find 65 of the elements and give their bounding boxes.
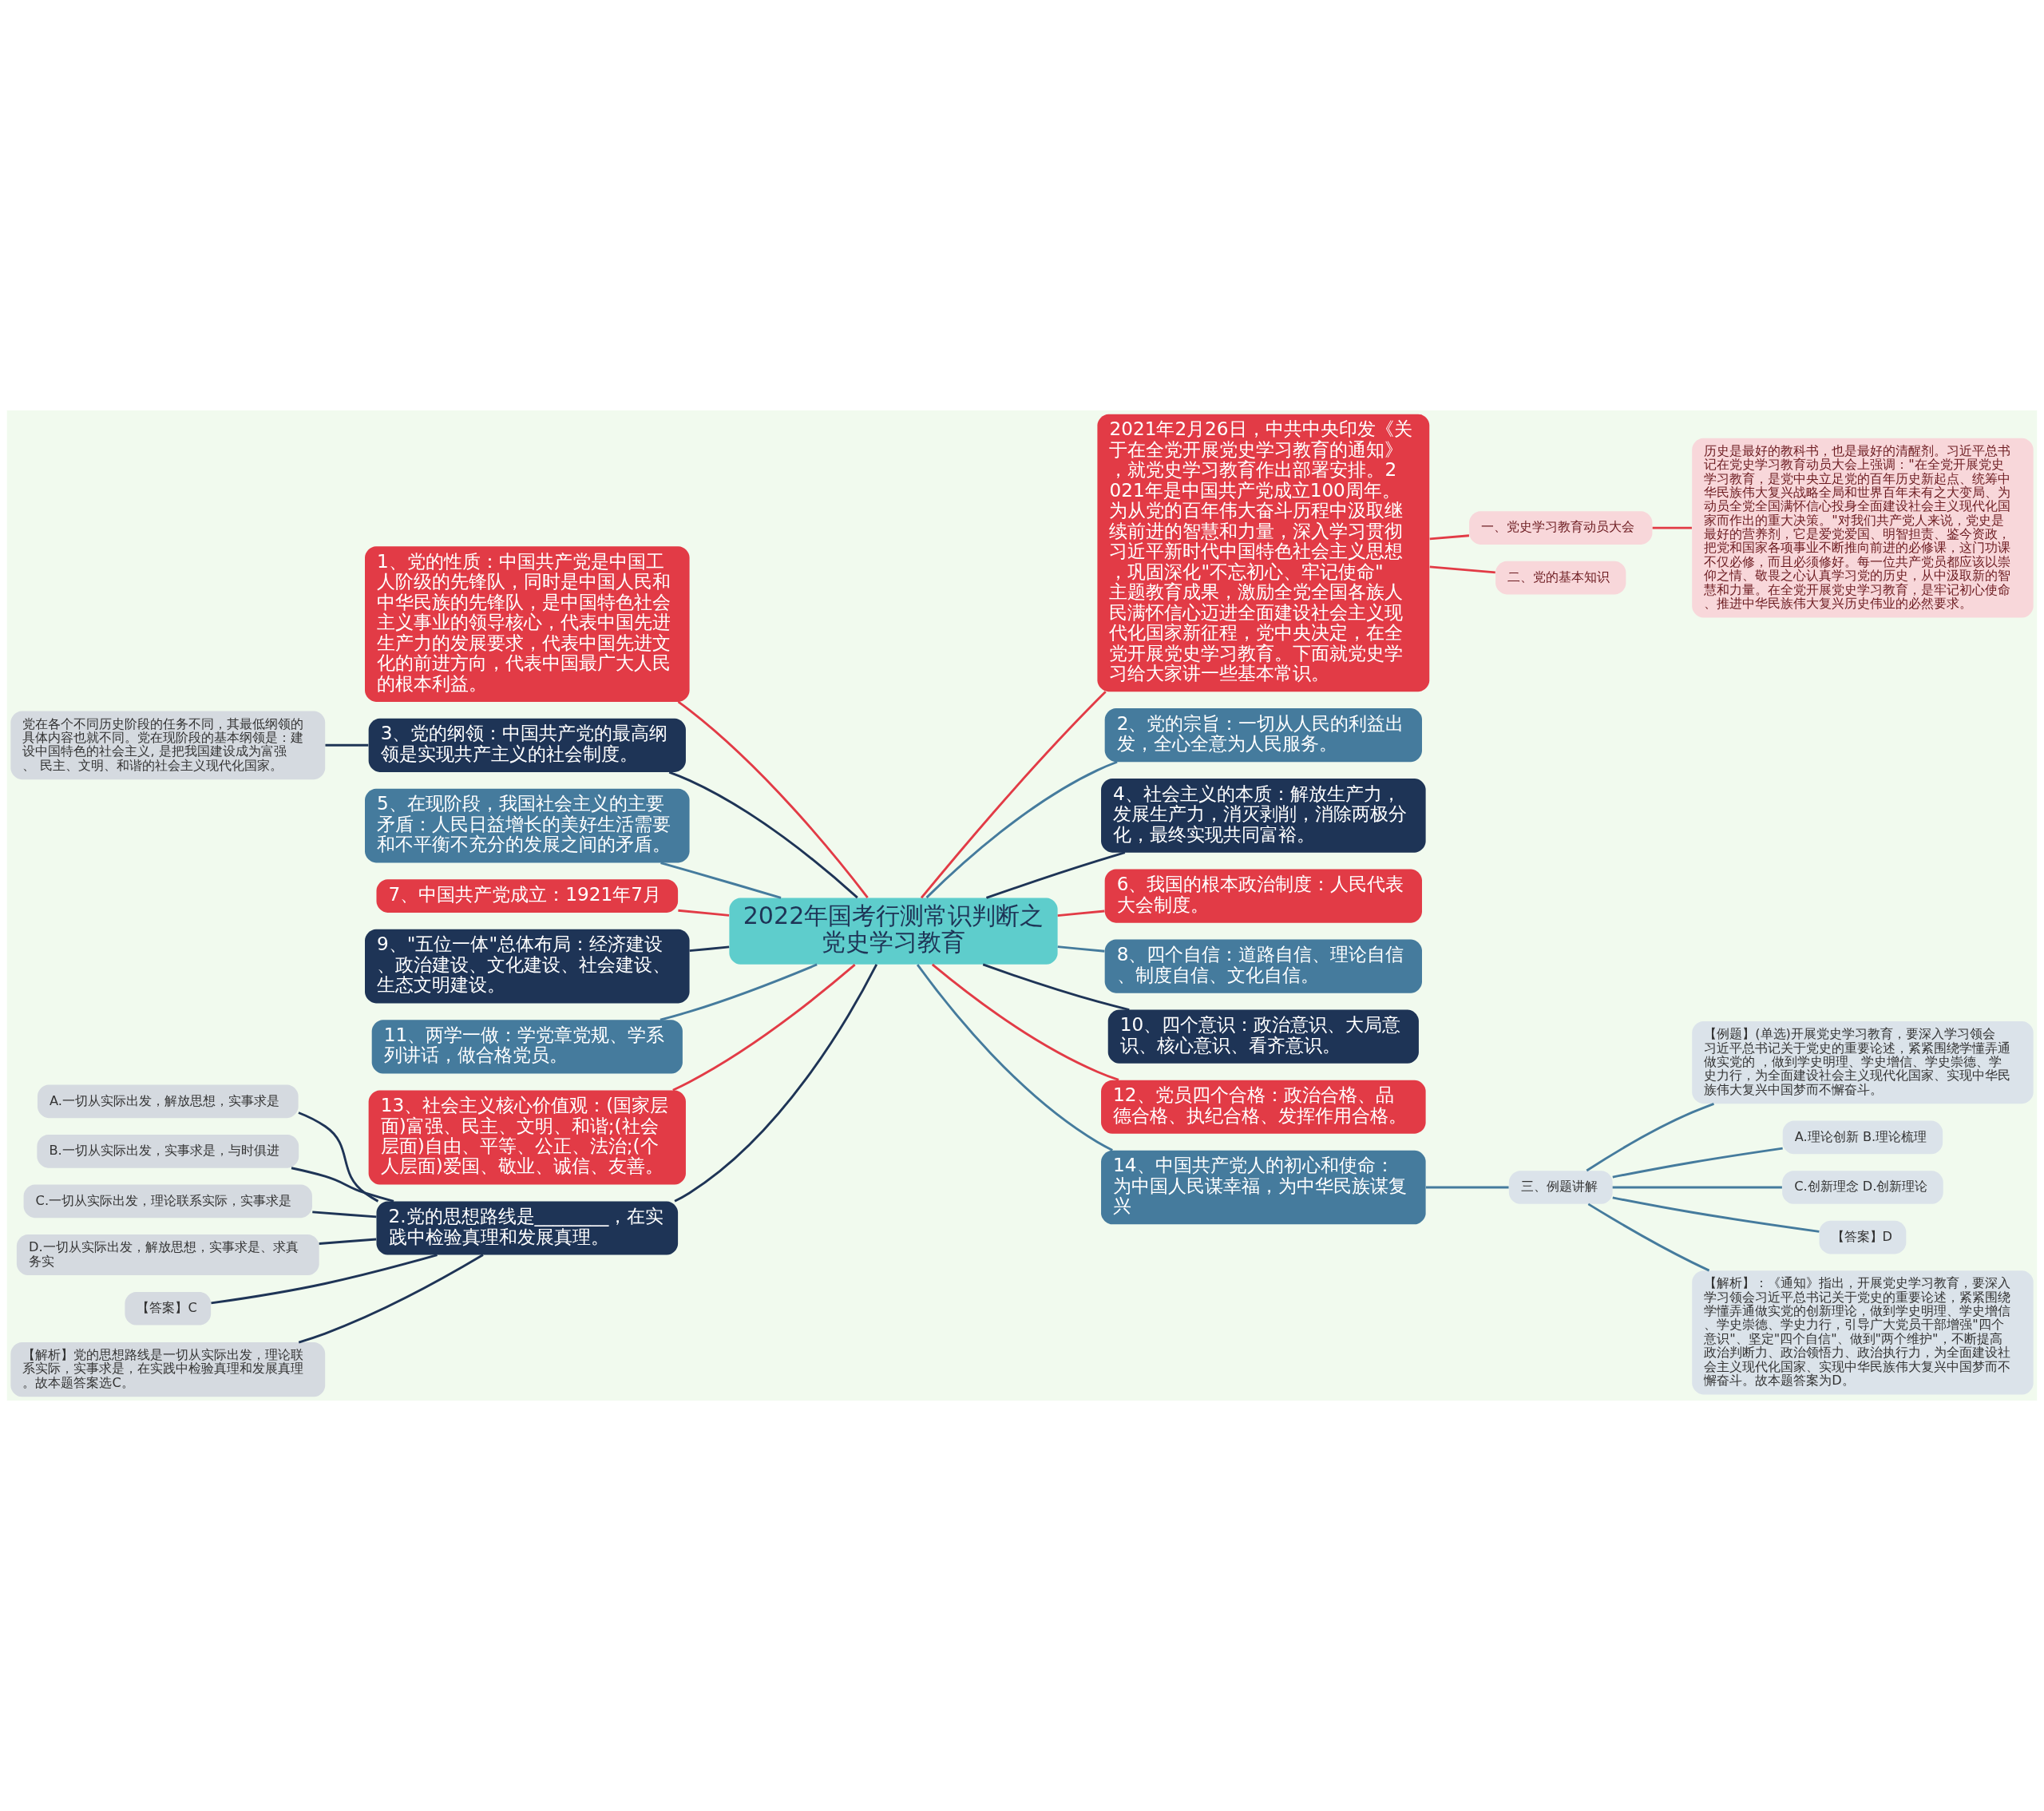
node-box: 党在各个不同历史阶段的任务不同，其最低纲领的具体内容也就不同。党在现阶段的基本纲领是：建设中国特色的社会主义, 是把我国建设成为富强、 民主、文明、和谐的社会主义现代化国家。 [10, 711, 326, 780]
node-box: 9、"五位一体"总体布局：经济建设、政治建设、文化建设、社会建设、生态文明建设。 [365, 929, 690, 1004]
connector [985, 851, 1126, 899]
node-box: 一、党史学习教育动员大会 [1469, 511, 1653, 545]
connector [312, 1211, 377, 1219]
connector [1586, 1102, 1714, 1172]
node-box: 历史是最好的教科书，也是最好的清醒剂。习近平总书记在党史学习教育动员大会上强调："在全党开展党史学习教育，是党中央立足党的百年历史新起点、统筹中华民族伟大复兴战略全局和世界百年未有之大变局、为动员全党全国满怀信心投身全面建设社会主义现代化国家而作出的重大决策。"对我们共产党人来说，党史是最好的营养剂，它是爱党爱国、明智担责、鉴今资政，把党和国家各项事业不断推向前进的必修课，这门功课不仅必修，而且必须修好。每一位共产党员都应该以崇仰之情、敬畏之心认真学习党的历史，从中汲取新的智慧和力量。在全党开展党史学习教育，是牢记初心使命、推进中华民族伟大复兴历史伟业的必然要求。 [1692, 438, 2034, 618]
connector [211, 1254, 438, 1305]
connector [1612, 1186, 1782, 1189]
node-box: 2021年2月26日，中共中央印发《关于在全党开展党史学习教育的通知》，就党史学习教育作出部署安排。2021年是中国共产党成立100周年。为从党的百年伟大奋斗历程中汲取继续前进的智慧和力量，深入学习贯彻习近平新时代中国特色社会主义思想，巩固深化"不忘初心、牢记使命"主题教育成果，激励全党全国各族人民满怀信心迈进全面建设社会主义现代化国家新征程，党中央决定，在全党开展党史学习教育。下面就党史学习给大家讲一些基本常识。 [1097, 414, 1430, 692]
node-box: 11、两学一做：学党章党规、学系列讲话，做合格党员。 [371, 1020, 683, 1074]
node-box: 10、四个意识：政治意识、大局意识、核心意识、看齐意识。 [1107, 1009, 1419, 1064]
connector [1587, 1203, 1710, 1272]
connector [291, 1167, 394, 1203]
node-box: 6、我国的根本政治制度：人民代表大会制度。 [1104, 869, 1422, 923]
node-box: C.创新理念 D.创新理论 [1782, 1171, 1943, 1204]
connector [1612, 1196, 1820, 1233]
connector [982, 963, 1130, 1011]
node-box: 1、党的性质：中国共产党是中国工人阶级的先锋队，同时是中国人民和中华民族的先锋队，是中国特色社会主义事业的领导核心，代表中国先进生产力的发展要求，代表中国先进文化的前进方向，代表中国最广大人民的根本利益。 [365, 546, 690, 702]
node-box: 13、社会主义核心价值观：(国家层面)富强、民主、文明、和谐;(社会层面)自由、平等、公正、法治;(个人层面)爱国、敬业、诚信、友善。 [368, 1090, 686, 1185]
node-box: 二、党的基本知识 [1495, 561, 1626, 595]
connector [677, 700, 869, 898]
connector [925, 760, 1118, 899]
node-box: 【答案】D [1819, 1220, 1907, 1254]
connector [660, 963, 818, 1021]
node-box: 12、党员四个合格：政治合格、品德合格、执纪合格、发挥作用合格。 [1101, 1080, 1426, 1134]
connector [678, 909, 730, 917]
node-box: 5、在现阶段，我国社会主义的主要矛盾：人民日益增长的美好生活需要和不平衡不充分的发展之间的矛盾。 [365, 788, 690, 863]
node-box: 2、党的宗旨：一切从人民的利益出发，全心全意为人民服务。 [1104, 708, 1422, 763]
node-box: 8、四个自信：道路自信、理论自信、制度自信、文化自信。 [1104, 939, 1422, 993]
connector [660, 862, 782, 899]
connector [674, 964, 878, 1203]
node-box: 4、社会主义的本质：解放生产力，发展生产力，消灭剥削，消除两极分化，最终实现共同富裕。 [1101, 779, 1426, 853]
node-box: 三、例题讲解 [1508, 1171, 1613, 1204]
node-box: 【答案】C [125, 1291, 212, 1326]
connector [325, 743, 369, 747]
node-box: B.一切从实际出发，实事求是，与时俱进 [37, 1135, 299, 1168]
node-box: 2.党的思想路线是________，在实践中检验真理和发展真理。 [376, 1201, 679, 1255]
connector [920, 691, 1107, 899]
connector [668, 771, 858, 899]
connector [1057, 909, 1105, 917]
connector [1425, 1186, 1509, 1189]
connector [298, 1112, 379, 1203]
connector [689, 945, 730, 953]
connector [298, 1254, 484, 1344]
node-box: 【例题】(单选)开展党史学习教育，要深入学习领会习近平总书记关于党史的重要论述，紧紧围绕学懂弄通做实党的 ，做到学史明理、学史增信、学史崇德、学史力行，为全面建设社会主义现代化国家、实现中华民族伟大复兴中国梦而不懈奋斗。 [1692, 1021, 2034, 1104]
node-box: 14、中国共产党人的初心和使命：为中国人民谋幸福，为中华民族谋复兴 [1101, 1150, 1426, 1225]
node-box: A.一切从实际出发，解放思想，实事求是 [37, 1084, 299, 1119]
connector [1057, 945, 1105, 953]
connector [319, 1238, 377, 1245]
connector [1429, 534, 1470, 541]
connector [1429, 565, 1495, 574]
connector [916, 964, 1113, 1151]
node-box: C.一切从实际出发，理论联系实际，实事求是 [23, 1184, 312, 1219]
node-box: 【解析】：《通知》指出，开展党史学习教育，要深入学习领会习近平总书记关于党史的重要论述，紧紧围绕学懂弄通做实党的创新理论，做到学史明理、学史增信、学史崇德、学史力行，引导广大党员干部增强"四个意识"、坚定"四个自信"、做到"两个维护"，不断提高政治判断力、政治领悟力、政治执行力，为全面建设社会主义现代化国家、实现中华民族伟大复兴中国梦而不懈奋斗。故本题答案为D。 [1692, 1270, 2034, 1395]
node-box: 3、党的纲领：中国共产党的最高纲领是实现共产主义的社会制度。 [368, 718, 686, 772]
node-box: A.理论创新 B.理论梳理 [1782, 1120, 1943, 1155]
node-box: D.一切从实际出发，解放思想，实事求是、求真务实 [16, 1234, 319, 1276]
connector [1652, 526, 1692, 529]
node-box: 【解析】党的思想路线是一切从实际出发，理论联系实际，实事求是，在实践中检验真理和发展真理。故本题答案选C。 [10, 1342, 326, 1397]
node-box: 7、中国共产党成立：1921年7月 [376, 879, 679, 913]
connector [672, 964, 856, 1092]
node-box: 2022年国考行测常识判断之党史学习教育 [729, 898, 1058, 965]
connector [931, 963, 1119, 1081]
connector [1612, 1147, 1783, 1179]
